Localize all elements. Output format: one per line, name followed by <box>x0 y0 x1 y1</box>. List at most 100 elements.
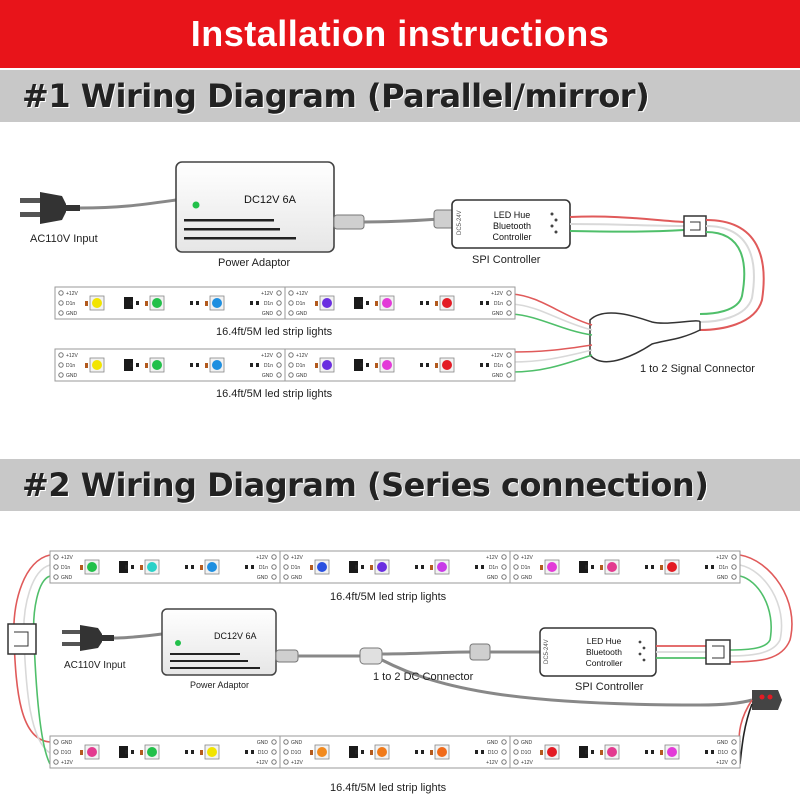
controller-label-2: SPI Controller <box>575 681 644 693</box>
led-chip <box>89 357 105 373</box>
pin-label: +12V <box>261 291 273 297</box>
pin-label: D1n <box>66 301 75 307</box>
dc-plug <box>333 214 365 230</box>
led-chip <box>544 744 560 760</box>
controller-line-1: LED Hue <box>494 210 531 220</box>
pin-label: D1n <box>494 301 503 307</box>
pin-label: GND <box>262 311 274 317</box>
pin-label: GND <box>61 575 73 581</box>
strip-label-2: 16.4ft/5M led strip lights <box>216 388 333 400</box>
pin-label: GND <box>66 311 78 317</box>
pin-label: +12V <box>61 555 73 561</box>
power-led-icon <box>175 640 181 646</box>
pin-label: GND <box>291 575 303 581</box>
led-chip <box>604 559 620 575</box>
pin-label: GND <box>487 740 499 746</box>
led-chip <box>204 559 220 575</box>
pin-label: GND <box>296 373 308 379</box>
controller-voltage: DC5-24V <box>457 210 463 235</box>
led-strip-2-bottom: GNDD1O+12VGNDD1O+12VGNDD1O+12VGNDD1O+12V… <box>49 735 741 769</box>
led-chip <box>319 295 335 311</box>
pin-label: GND <box>717 740 729 746</box>
strip-label-1: 16.4ft/5M led strip lights <box>216 326 333 338</box>
banner-title: Installation instructions <box>190 13 610 54</box>
pin-label: GND <box>521 740 533 746</box>
pin-label: +12V <box>291 555 303 561</box>
pin-label: GND <box>492 373 504 379</box>
ac-input-label-2: AC110V Input <box>64 660 126 671</box>
header-banner: Installation instructions <box>0 0 800 68</box>
controller-signal-wires <box>569 215 685 233</box>
led-chip <box>204 744 220 760</box>
ac-cable <box>79 198 177 210</box>
jst-connector-2 <box>705 639 731 665</box>
pin-label: +12V <box>291 760 303 766</box>
series-wire-right <box>727 554 793 663</box>
led-chip <box>374 744 390 760</box>
pin-label: +12V <box>486 760 498 766</box>
pin-label: D1O <box>718 750 728 756</box>
pin-label: +12V <box>256 555 268 561</box>
dc-female-connector <box>752 690 782 710</box>
pin-label: +12V <box>521 760 533 766</box>
pin-label: +12V <box>491 353 503 359</box>
pin-label: D1n <box>291 565 300 571</box>
adaptor-rating-2: DC12V 6A <box>214 631 257 641</box>
pin-label: D1O <box>291 750 301 756</box>
series-connector-left <box>7 623 37 655</box>
jst-connector <box>683 215 707 237</box>
pin-label: GND <box>262 373 274 379</box>
power-led-icon <box>192 201 200 209</box>
led-strip-2-top: +12VD1nGND+12VD1nGND+12VD1nGND+12VD1nGND… <box>49 550 741 584</box>
controller-label: SPI Controller <box>472 254 541 266</box>
pin-label: GND <box>296 311 308 317</box>
led-chip <box>314 559 330 575</box>
section-1-title: #1 Wiring Diagram (Parallel/mirror) <box>22 77 650 115</box>
pin-label: D1n <box>259 565 268 571</box>
pin-label: D1n <box>66 363 75 369</box>
adaptor-label-2: Power Adaptor <box>190 680 249 690</box>
pin-label: D1n <box>264 363 273 369</box>
led-chip <box>439 357 455 373</box>
section-1-diagram: AC110V Input DC12V 6A Power Adaptor DC5-… <box>20 161 765 400</box>
signal-splitter <box>589 312 701 363</box>
led-chip <box>664 559 680 575</box>
led-chip <box>84 744 100 760</box>
pin-label: +12V <box>716 555 728 561</box>
pin-label: +12V <box>716 760 728 766</box>
pin-label: GND <box>492 311 504 317</box>
led-chip <box>144 744 160 760</box>
led-chip <box>544 559 560 575</box>
pin-label: +12V <box>61 760 73 766</box>
pin-label: D1O <box>521 750 531 756</box>
pin-label: +12V <box>521 555 533 561</box>
pin-label: GND <box>521 575 533 581</box>
section-1-header: #1 Wiring Diagram (Parallel/mirror) <box>0 70 800 122</box>
power-adaptor-2: DC12V 6A <box>161 608 277 676</box>
led-chip <box>319 357 335 373</box>
pin-label: GND <box>257 740 269 746</box>
pin-label: +12V <box>486 555 498 561</box>
power-adaptor: DC12V 6A <box>175 161 335 253</box>
pin-label: D1n <box>489 565 498 571</box>
led-chip <box>144 559 160 575</box>
led-chip <box>379 357 395 373</box>
led-chip <box>149 357 165 373</box>
ac-input-label: AC110V Input <box>30 233 98 245</box>
led-chip <box>149 295 165 311</box>
controller-line-2: Bluetooth <box>493 221 531 231</box>
pin-label: GND <box>257 575 269 581</box>
pin-label: GND <box>487 575 499 581</box>
led-chip <box>379 295 395 311</box>
led-chip <box>434 559 450 575</box>
